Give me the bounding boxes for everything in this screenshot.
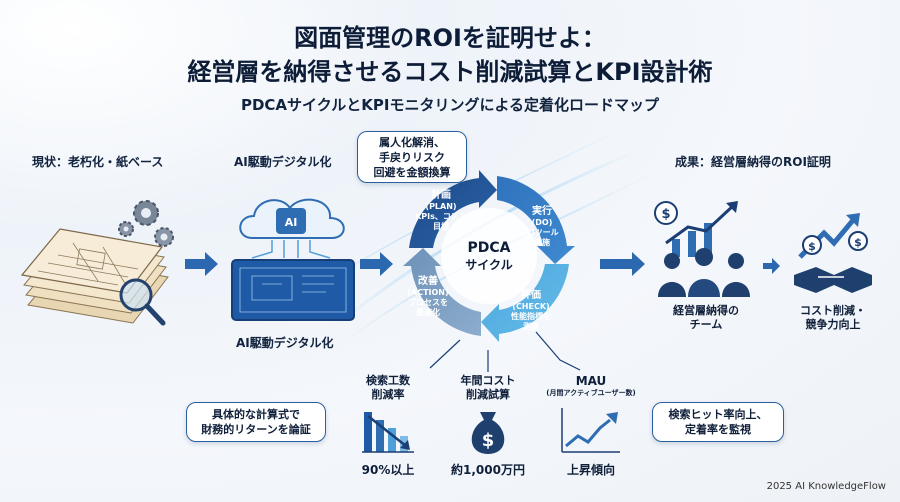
pdca-center-line2: サイクル bbox=[465, 258, 513, 272]
pdca-act-desc1: プロセスを bbox=[408, 298, 448, 307]
gear-icon bbox=[118, 200, 174, 247]
pdca-cycle bbox=[403, 170, 575, 342]
pdca-center-line1: PDCA bbox=[467, 240, 511, 256]
footer-copyright: 2025 AI KnowledgeFlow bbox=[766, 481, 886, 492]
metric-2-label-line2: 削減試算 bbox=[466, 388, 510, 401]
cost-caption: コスト削減・ 競争力向上 bbox=[788, 304, 878, 332]
handshake-icon bbox=[794, 267, 872, 293]
flow-arrow-1 bbox=[185, 252, 218, 276]
flow-arrow-3 bbox=[600, 252, 645, 276]
pdca-act-title: 改善 bbox=[418, 276, 438, 287]
money-bag-symbol: $ bbox=[482, 430, 495, 451]
metric-2-label-line1: 年間コスト bbox=[460, 374, 516, 387]
callout-left-line2: 財務的リターンを論証 bbox=[201, 423, 311, 436]
ai-caption: AI駆動デジタル化 bbox=[236, 336, 334, 350]
section-label-result: 成果：経営層納得のROI証明 bbox=[675, 155, 831, 169]
metric-2-label: 年間コスト 削減試算 bbox=[448, 374, 528, 402]
pdca-plan-en: (PLAN) bbox=[425, 202, 457, 211]
callout-top-line2: 手戻りリスク bbox=[379, 151, 445, 164]
svg-text:$: $ bbox=[854, 236, 862, 249]
callout-left-line1: 具体的な計算式で bbox=[212, 408, 300, 421]
pdca-do-segment bbox=[497, 176, 575, 264]
page-title-line1: 図面管理のROIを証明せよ： bbox=[294, 24, 606, 52]
magnifier-icon bbox=[119, 278, 166, 326]
svg-text:$: $ bbox=[808, 240, 816, 253]
callout-top-line3: 回避を金額換算 bbox=[373, 166, 451, 179]
metric-1-label: 検索工数 削減率 bbox=[350, 374, 426, 402]
digital-board bbox=[231, 259, 355, 321]
rising-chart-icon bbox=[665, 201, 738, 257]
pdca-check-title: 評価 bbox=[521, 290, 541, 301]
callout-right-line1: 検索ヒット率向上、 bbox=[668, 408, 768, 421]
callout-top-line1: 属人化解消、 bbox=[379, 136, 445, 149]
paper-blueprints-illustration bbox=[20, 200, 174, 326]
cost-reduction-illustration: $ $ bbox=[794, 213, 872, 293]
callout-right-line2: 定着率を監視 bbox=[685, 423, 751, 436]
pdca-check-label: 評価 (CHECK) 性能指標を 測量 bbox=[500, 290, 562, 332]
callout-left: 具体的な計算式で 財務的リターンを論証 bbox=[186, 402, 326, 442]
pdca-do-desc1: AIツール bbox=[525, 228, 559, 237]
money-bag-icon: $ bbox=[471, 412, 505, 454]
callout-top: 属人化解消、 手戻りリスク 回避を金額換算 bbox=[357, 131, 467, 183]
pdca-check-desc1: 性能指標を bbox=[511, 312, 551, 321]
pdca-act-en: (ACTION) bbox=[407, 288, 449, 297]
executive-team-illustration: $ bbox=[654, 201, 750, 297]
people-icon bbox=[658, 248, 750, 297]
page-subtitle: PDCAサイクルとKPIモニタリングによる定着化ロードマップ bbox=[240, 96, 660, 114]
pdca-plan-desc2: 目標 bbox=[433, 222, 449, 231]
pdca-check-en: (CHECK) bbox=[512, 302, 550, 311]
section-label-current: 現状：老朽化・紙ベース bbox=[32, 155, 164, 169]
svg-text:$: $ bbox=[661, 207, 670, 222]
team-caption-line2: チーム bbox=[689, 318, 723, 331]
pdca-plan-title: 計画 bbox=[431, 190, 451, 201]
pdca-check-segment bbox=[481, 264, 569, 342]
cost-caption-line2: 競争力向上 bbox=[805, 318, 861, 331]
metric-3-label: MAU (月間アクティブユーザー数) bbox=[536, 374, 646, 398]
pdca-act-segment bbox=[403, 248, 481, 336]
pdca-do-title: 実行 bbox=[532, 206, 552, 217]
dollar-coin-icon: $ $ bbox=[802, 231, 868, 255]
pdca-plan-desc1: KPIs、コスト bbox=[415, 212, 467, 221]
team-caption-line1: 経営層納得の bbox=[673, 304, 739, 317]
metric-3-label-line2: (月間アクティブユーザー数) bbox=[546, 389, 636, 397]
metric-3-label-line1: MAU bbox=[575, 374, 607, 388]
pdca-do-desc2: 実施 bbox=[534, 238, 550, 247]
pdca-act-label: 改善 (ACTION) プロセスを 最適化 bbox=[398, 276, 458, 318]
dollar-coin-icon: $ bbox=[654, 201, 678, 225]
metric-1-label-line1: 検索工数 bbox=[366, 374, 410, 387]
pdca-act-desc2: 最適化 bbox=[416, 308, 440, 317]
pdca-do-en: (DO) bbox=[531, 218, 553, 227]
pdca-do-label: 実行 (DO) AIツール 実施 bbox=[514, 206, 570, 248]
flow-arrow-4 bbox=[763, 258, 780, 274]
metric-1-label-line2: 削減率 bbox=[371, 388, 405, 401]
flow-arrow-2 bbox=[360, 252, 393, 276]
pdca-plan-segment bbox=[409, 170, 497, 248]
metric-2-value: 約1,000万円 bbox=[451, 463, 525, 477]
pdca-check-desc2: 測量 bbox=[523, 322, 539, 331]
team-caption: 経営層納得の チーム bbox=[656, 304, 756, 332]
cost-caption-line1: コスト削減・ bbox=[800, 304, 866, 317]
metric-3-value: 上昇傾向 bbox=[566, 463, 615, 477]
paper-stack bbox=[20, 228, 169, 324]
section-label-ai: AI駆動デジタル化 bbox=[234, 155, 332, 169]
line-up-icon bbox=[561, 408, 620, 453]
ai-digitization-illustration: AI bbox=[231, 198, 355, 321]
ai-chip-icon: AI bbox=[276, 208, 306, 234]
callout-right: 検索ヒット率向上、 定着率を監視 bbox=[652, 402, 784, 442]
ai-chip-label: AI bbox=[285, 216, 298, 229]
pdca-center-label: PDCA サイクル bbox=[449, 240, 529, 274]
pdca-plan-label: 計画 (PLAN) KPIs、コスト 目標 bbox=[413, 190, 469, 232]
page-title-line2: 経営層を納得させるコスト削減試算とKPI設計術 bbox=[187, 58, 713, 86]
metric-1-value: 90%以上 bbox=[361, 463, 415, 477]
bar-down-icon bbox=[362, 412, 414, 453]
